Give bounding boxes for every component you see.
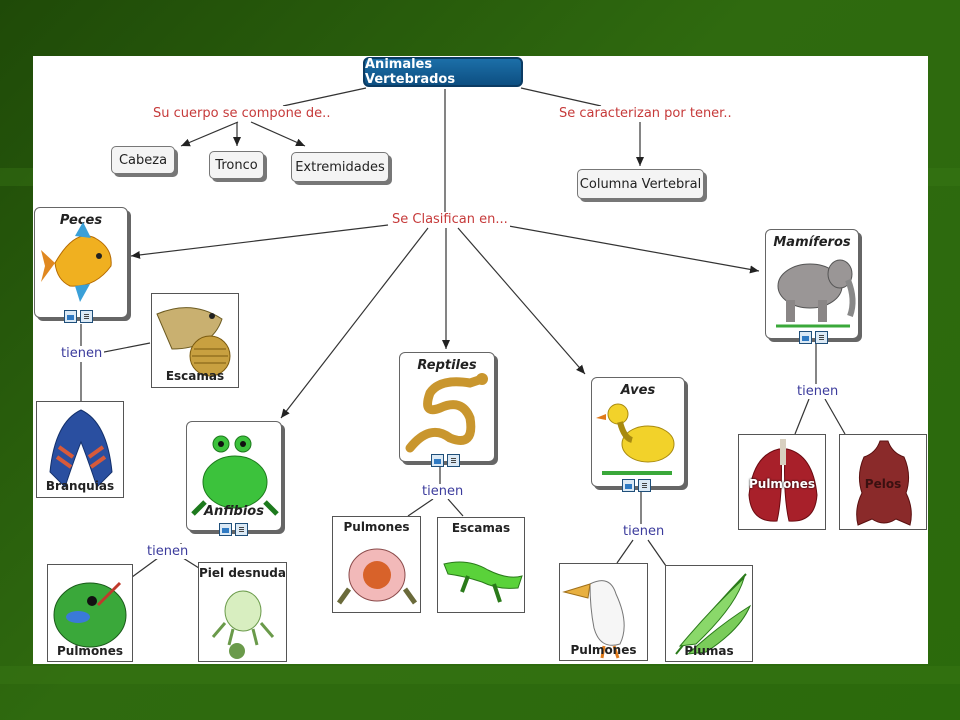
document-icon[interactable] xyxy=(447,454,460,467)
image-escamas-reptiles[interactable]: Escamas xyxy=(437,517,525,613)
card-title-aves: Aves xyxy=(620,383,656,398)
card-title-anfibios: Anfibios xyxy=(204,504,264,519)
card-icons-aves xyxy=(622,479,651,492)
image-escamas-peces[interactable]: Escamas xyxy=(151,293,239,388)
label-pulmones-aves: Pulmones xyxy=(570,643,637,657)
document-icon[interactable] xyxy=(235,523,248,536)
pelican-illustration xyxy=(562,580,625,659)
document-icon[interactable] xyxy=(815,331,828,344)
elephant-illustration xyxy=(776,259,856,328)
image-icon[interactable] xyxy=(622,479,635,492)
card-peces[interactable]: Peces xyxy=(34,207,128,323)
node-columna-vertebral[interactable]: Columna Vertebral xyxy=(577,169,704,199)
image-icon[interactable] xyxy=(64,310,77,323)
tienen-aves[interactable]: tienen xyxy=(621,524,667,539)
frog-skin-illustration xyxy=(211,590,275,659)
card-icons-anfibios xyxy=(219,523,248,536)
image-pulmones-reptiles[interactable]: Pulmones xyxy=(332,516,421,613)
card-aves[interactable]: Aves xyxy=(591,377,685,492)
tienen-peces[interactable]: tienen xyxy=(59,346,105,361)
image-pulmones-aves[interactable]: Pulmones xyxy=(559,563,648,661)
link-label-compone[interactable]: Su cuerpo se compone de.. xyxy=(151,106,333,121)
image-plumas-aves[interactable]: Plumas xyxy=(665,565,753,662)
card-icons-reptiles xyxy=(431,454,460,467)
label-escamas-reptiles: Escamas xyxy=(451,521,511,535)
card-icons-mamiferos xyxy=(799,331,828,344)
tienen-mamiferos[interactable]: tienen xyxy=(795,384,841,399)
tienen-reptiles[interactable]: tienen xyxy=(420,484,466,499)
link-label-caracteriza[interactable]: Se caracterizan por tener.. xyxy=(557,106,734,121)
image-piel-desnuda-anfibios[interactable]: Piel desnuda xyxy=(198,562,287,662)
node-extremidades[interactable]: Extremidades xyxy=(291,152,389,182)
image-pelos-mamiferos[interactable]: Pelos xyxy=(839,434,927,530)
card-anfibios[interactable]: Anfibios xyxy=(186,421,282,536)
lizard-illustration xyxy=(443,561,523,603)
card-title-mamiferos: Mamíferos xyxy=(773,235,851,250)
document-icon[interactable] xyxy=(638,479,651,492)
duck-illustration xyxy=(596,403,675,475)
frog-illustration xyxy=(191,435,279,516)
fur-hide-illustration xyxy=(856,440,912,526)
card-mamiferos[interactable]: Mamíferos xyxy=(765,229,859,344)
feathers-illustration xyxy=(675,573,752,655)
node-tronco[interactable]: Tronco xyxy=(209,151,264,179)
background-stripe xyxy=(0,666,960,684)
label-pulmones-reptiles: Pulmones xyxy=(343,520,410,534)
card-title-reptiles: Reptiles xyxy=(417,358,477,373)
label-pulmones-mamiferos: Pulmones xyxy=(748,477,816,491)
concept-map-canvas: Animales Vertebrados Su cuerpo se compon… xyxy=(33,56,928,664)
label-pelos-mamiferos: Pelos xyxy=(864,477,902,491)
fish-illustration xyxy=(41,222,112,302)
label-branquias-peces: Branquias xyxy=(45,479,115,493)
card-title-peces: Peces xyxy=(59,213,103,228)
link-label-clasifican[interactable]: Se Clasifican en... xyxy=(390,212,510,227)
image-pulmones-mamiferos[interactable]: Pulmones xyxy=(738,434,826,530)
image-icon[interactable] xyxy=(219,523,232,536)
document-icon[interactable] xyxy=(80,310,93,323)
root-node-title[interactable]: Animales Vertebrados xyxy=(363,57,523,87)
node-cabeza[interactable]: Cabeza xyxy=(111,146,175,174)
image-pulmones-anfibios[interactable]: Pulmones xyxy=(47,564,133,662)
gills-illustration xyxy=(49,409,113,488)
snake-illustration xyxy=(405,373,488,453)
label-piel-desnuda-anfibios: Piel desnuda xyxy=(199,566,286,580)
image-branquias-peces[interactable]: Branquias xyxy=(36,401,124,498)
tienen-anfibios[interactable]: tienen xyxy=(145,544,191,559)
fish-scales-illustration xyxy=(156,307,231,377)
label-escamas-peces: Escamas xyxy=(165,369,225,383)
card-icons-peces xyxy=(64,310,93,323)
mammal-lungs-illustration xyxy=(748,439,818,522)
label-pulmones-anfibios: Pulmones xyxy=(56,644,124,658)
image-icon[interactable] xyxy=(431,454,444,467)
card-reptiles[interactable]: Reptiles xyxy=(399,352,495,467)
image-icon[interactable] xyxy=(799,331,812,344)
connector-lines xyxy=(80,87,846,581)
frog-lungs-illustration xyxy=(53,581,127,648)
label-plumas-aves: Plumas xyxy=(684,644,734,658)
turtle-organs-illustration xyxy=(336,548,418,605)
